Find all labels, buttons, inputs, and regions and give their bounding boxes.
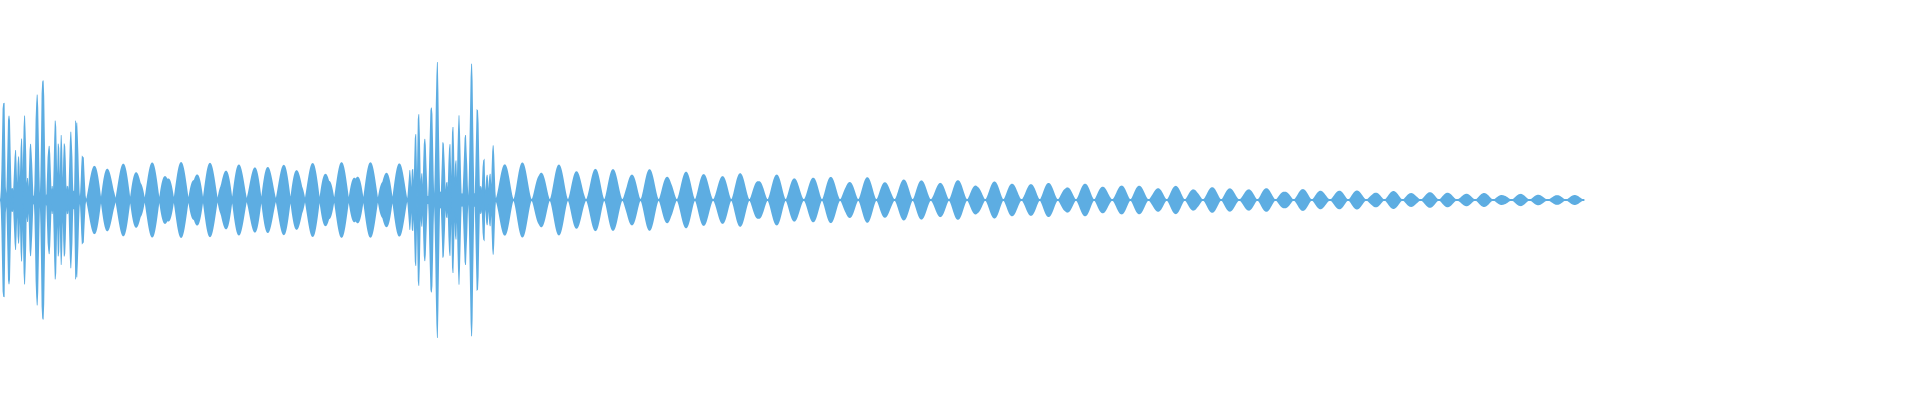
waveform-shape [0, 62, 1585, 338]
